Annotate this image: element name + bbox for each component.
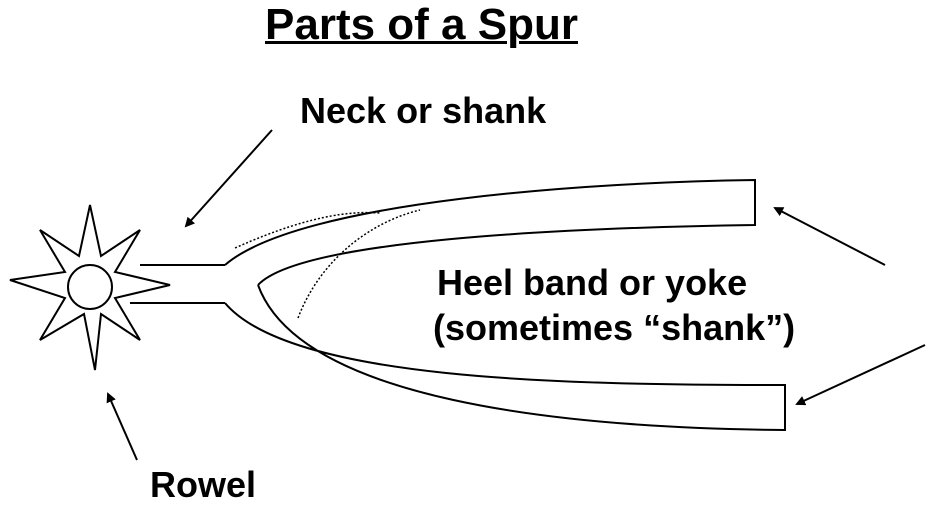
heel-band-lower bbox=[224, 284, 786, 432]
rowel-arrow bbox=[106, 392, 138, 461]
heel-band-inner-line bbox=[234, 209, 421, 319]
rowel-hub bbox=[67, 264, 113, 310]
heel-band-label: Heel band or yoke bbox=[437, 262, 748, 303]
rowel-label: Rowel bbox=[150, 464, 257, 505]
heel-band-upper bbox=[224, 178, 756, 286]
diagram-title: Parts of a Spur bbox=[265, 0, 578, 49]
rowel-star bbox=[9, 204, 171, 371]
heel-band-arrow-lower bbox=[795, 344, 926, 406]
neck bbox=[130, 264, 225, 304]
heel-band-arrow-upper bbox=[773, 207, 886, 266]
neck-arrow bbox=[184, 129, 273, 228]
heel-band-label-note: (sometimes “shank”) bbox=[433, 307, 796, 348]
neck-label: Neck or shank bbox=[300, 90, 547, 131]
